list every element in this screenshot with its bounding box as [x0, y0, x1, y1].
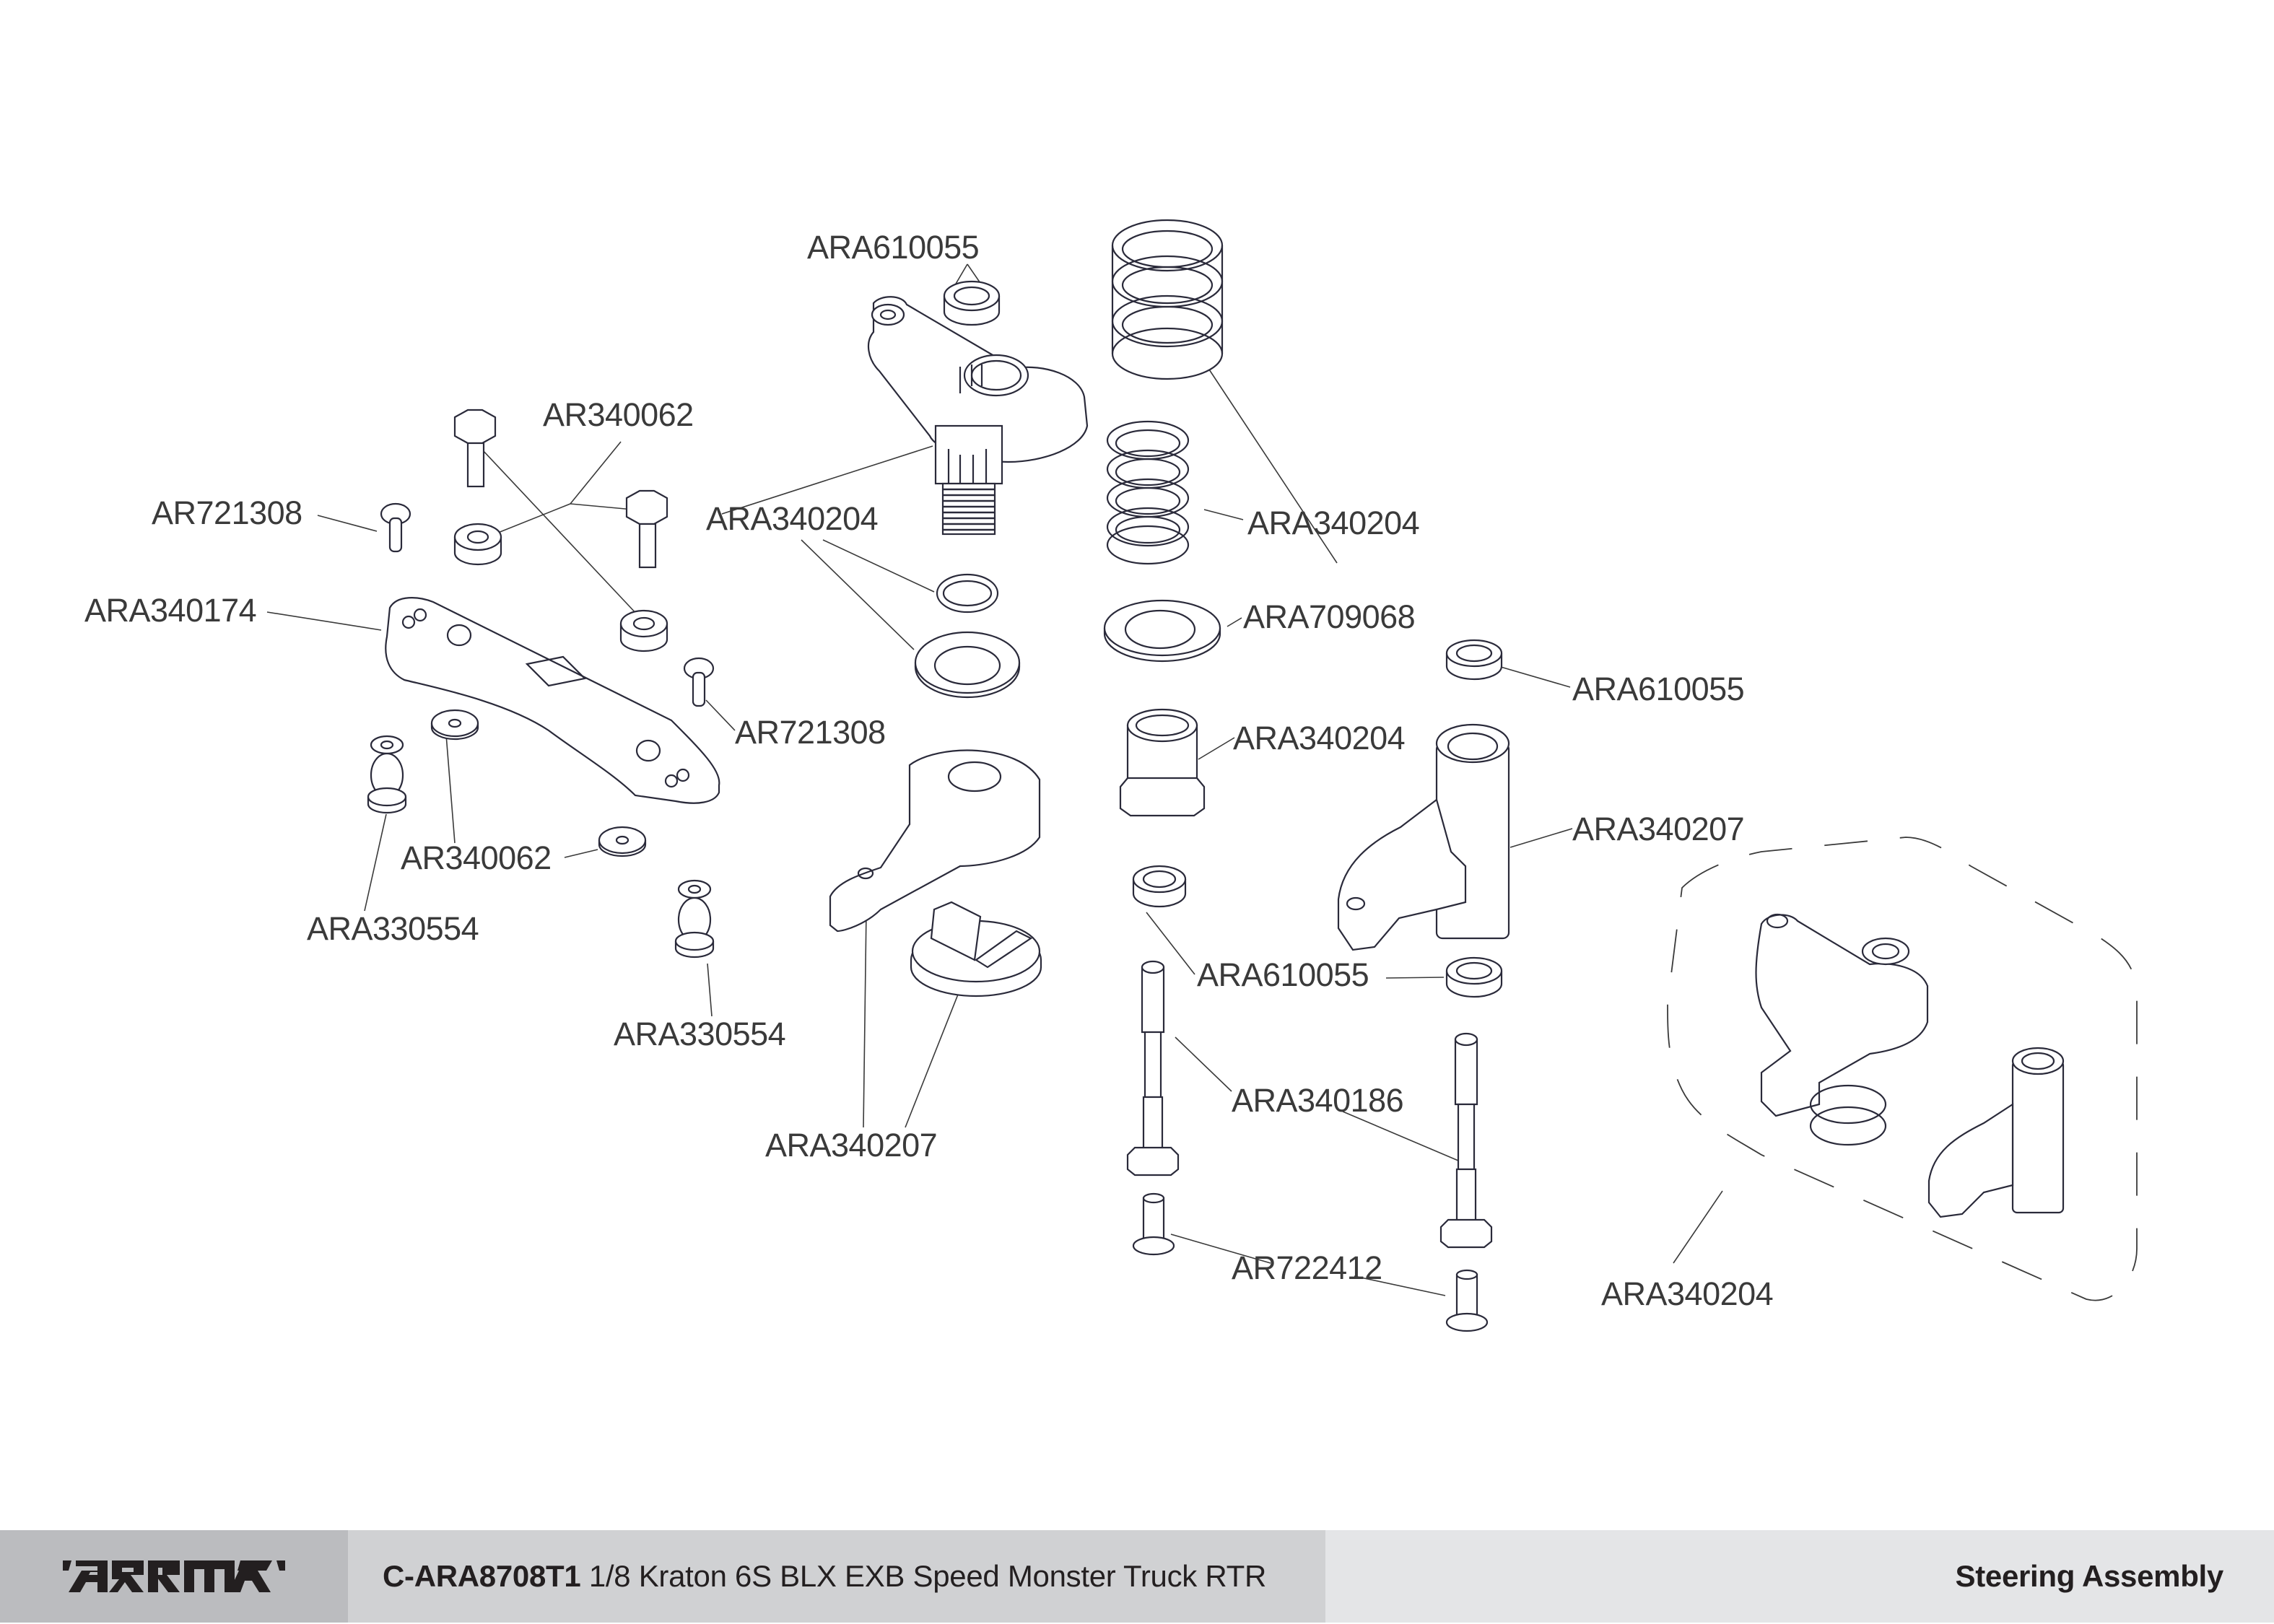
model-title-area: C-ARA8708T1 1/8 Kraton 6S BLX EXB Speed …	[348, 1530, 1325, 1623]
callout-steering-posts: ARA340186	[1232, 1082, 1404, 1119]
callout-flat-screws: AR722412	[1232, 1249, 1382, 1286]
button-screw-1	[380, 502, 411, 553]
callout-washers: AR340062	[401, 839, 552, 876]
bearing-top	[943, 280, 1001, 326]
shim-small	[936, 573, 999, 614]
servo-saver-arm	[868, 296, 1089, 536]
model-name: 1/8 Kraton 6S BLX EXB Speed Monster Truc…	[588, 1559, 1267, 1593]
callout-bushings-hex-screws: AR340062	[543, 396, 694, 433]
leader-lines	[266, 263, 1723, 1296]
washer-1	[430, 709, 479, 741]
hex-screw-2	[625, 489, 668, 569]
steering-post-right	[1439, 1032, 1493, 1249]
servo-saver-nut	[1119, 708, 1206, 817]
spring-large	[1111, 219, 1224, 380]
spring-washer	[1103, 599, 1221, 663]
callout-right-bellcrank: ARA340207	[1572, 811, 1745, 847]
ball-stud-2	[674, 879, 715, 959]
callout-button-screw-left: AR721308	[152, 494, 302, 531]
callout-complete-assembly: ARA340204	[1601, 1275, 1774, 1312]
callout-ball-stud-right: ARA330554	[614, 1016, 786, 1052]
exploded-view-drawing	[266, 219, 2138, 1332]
callout-ball-stud-left: ARA330554	[307, 910, 479, 947]
section-title-area: Steering Assembly	[1325, 1530, 2274, 1623]
flat-screw-left	[1132, 1192, 1175, 1256]
model-title: C-ARA8708T1 1/8 Kraton 6S BLX EXB Speed …	[383, 1559, 1266, 1594]
left-bellcrank	[829, 749, 1041, 933]
flanged-bushing-2	[619, 609, 668, 652]
footer-bar: C-ARA8708T1 1/8 Kraton 6S BLX EXB Speed …	[0, 1530, 2274, 1623]
assembled-view	[1667, 837, 2138, 1301]
diagram-canvas: ARA610055 AR340062 AR721308 ARA340204 AR…	[84, 219, 2138, 1332]
callout-steering-rack: ARA340174	[84, 592, 257, 629]
callout-left-bellcrank-cup: ARA340207	[765, 1127, 938, 1164]
bearing-lower	[1445, 956, 1503, 998]
button-screw-2	[683, 657, 715, 707]
bearing-right	[1445, 639, 1503, 681]
steering-rack-exb	[385, 597, 720, 804]
callout-bearing-right: ARA610055	[1572, 671, 1745, 707]
flanged-bushing-1	[453, 523, 502, 566]
callout-bearings-lower: ARA610055	[1197, 956, 1369, 993]
servo-saver-cup	[910, 901, 1042, 997]
hex-screw-1	[453, 409, 497, 488]
flat-screw-right	[1445, 1269, 1489, 1332]
right-bellcrank	[1337, 723, 1510, 951]
brand-logo-area	[0, 1530, 348, 1623]
arrma-logo-icon	[63, 1560, 285, 1592]
callout-springs: ARA340204	[1247, 505, 1420, 541]
callout-servo-post-shims: ARA340204	[706, 500, 879, 537]
model-code: C-ARA8708T1	[383, 1559, 581, 1593]
callout-button-screw-center: AR721308	[735, 714, 886, 751]
bearing-mid	[1132, 865, 1187, 908]
shim-large	[914, 631, 1021, 699]
spring-small	[1106, 420, 1190, 565]
section-title: Steering Assembly	[1955, 1559, 2224, 1593]
ball-stud-1	[367, 735, 407, 814]
washer-2	[598, 826, 647, 857]
steering-post-left	[1126, 960, 1180, 1176]
callout-bearing-top: ARA610055	[807, 229, 980, 266]
callout-spring-washer: ARA709068	[1243, 598, 1416, 635]
callout-servo-nut: ARA340204	[1233, 720, 1406, 756]
